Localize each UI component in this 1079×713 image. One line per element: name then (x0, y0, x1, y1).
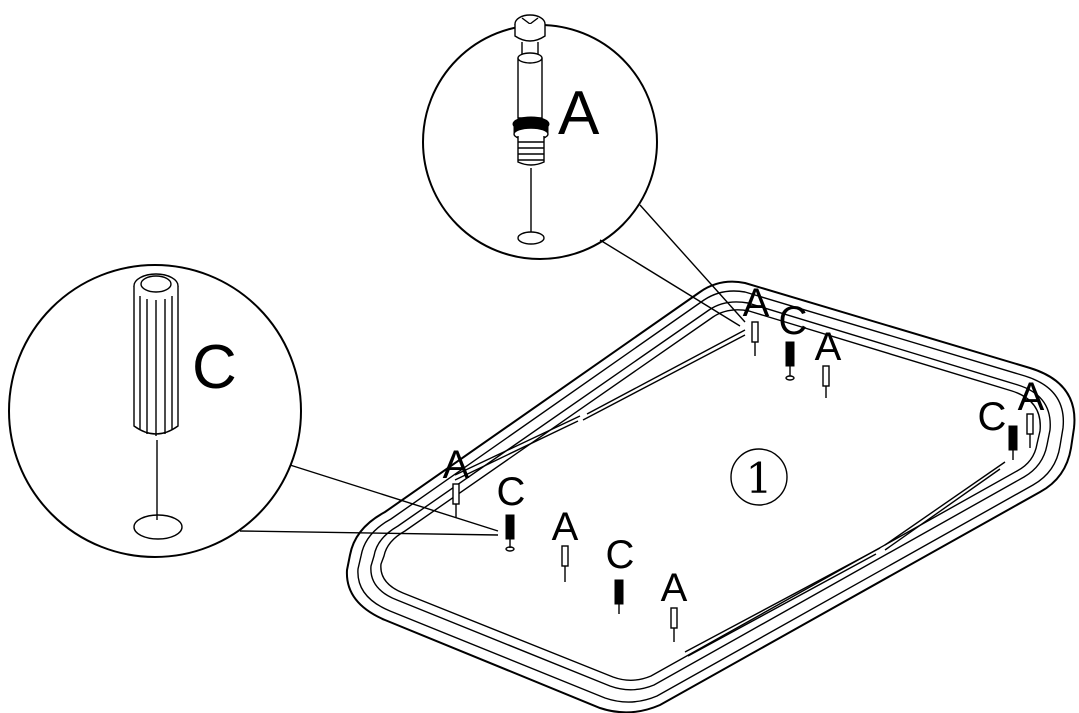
detail-a-label: A (558, 79, 600, 148)
fitting-label: A (815, 325, 842, 369)
fitting-label: A (552, 505, 579, 549)
fitting-a-2: A (815, 325, 842, 398)
fitting-c-1: C (779, 299, 808, 381)
fitting-a-1: A (743, 281, 770, 356)
fitting-a-4: A (443, 443, 470, 518)
dowel-c-drawing (133, 273, 183, 540)
cam-pin-a-drawing (512, 14, 550, 245)
fitting-label: C (978, 395, 1007, 439)
fitting-label: C (779, 299, 808, 343)
step-number: 1 (730, 448, 788, 506)
fitting-c-3: C (497, 470, 526, 552)
step-number-text: 1 (746, 454, 773, 503)
fitting-label: A (1018, 375, 1045, 419)
detail-callout-c: C (8, 264, 499, 558)
fitting-label: A (661, 566, 688, 610)
fitting-a-5: A (552, 505, 579, 582)
fitting-label: C (606, 533, 635, 577)
fitting-label: A (743, 281, 770, 325)
panel (345, 280, 1076, 713)
fitting-c-2: C (978, 395, 1018, 460)
fitting-label: C (497, 470, 526, 514)
detail-c-label: C (192, 333, 237, 402)
fitting-a-6: A (661, 566, 688, 642)
fitting-c-4: C (606, 533, 635, 614)
fitting-a-3: A (1018, 375, 1045, 448)
detail-callout-a: A (422, 14, 746, 327)
fitting-label: A (443, 443, 470, 487)
